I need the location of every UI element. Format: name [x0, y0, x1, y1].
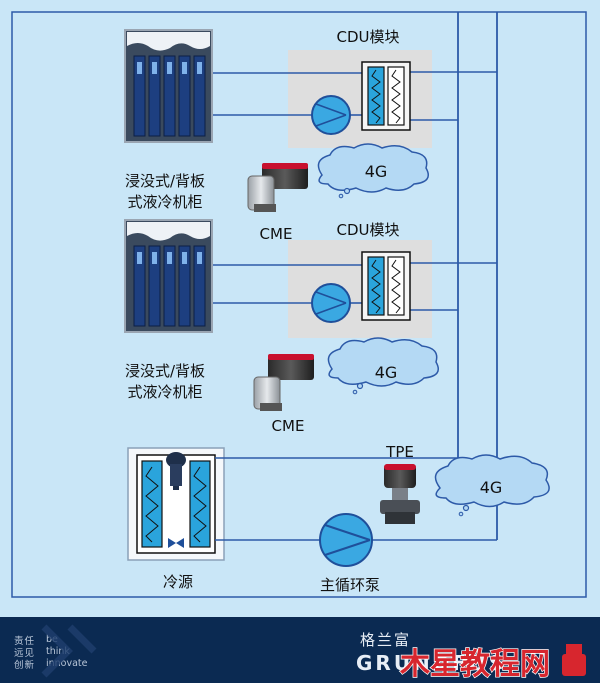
cme-pump-1-label: CME	[260, 225, 293, 243]
liquid-cooling-cabinet-1	[124, 29, 213, 143]
cdu-module-2-label: CDU模块	[336, 221, 399, 239]
cdu-2-pump-icon	[311, 283, 351, 323]
liquid-cooling-cabinet-2	[124, 219, 213, 333]
grundfos-x-logo-icon	[41, 624, 97, 678]
watermark: 木星教程网	[398, 644, 586, 682]
cdu-1-pump-icon	[311, 95, 351, 135]
cdu-module-1-label: CDU模块	[336, 28, 399, 46]
cold-source-label: 冷源	[163, 573, 193, 591]
outer-frame	[11, 11, 587, 598]
cabinet-1-label-line2: 式液冷机柜	[127, 193, 202, 211]
heat-exchanger-2	[361, 251, 411, 321]
watermark-text: 木星教程网	[399, 647, 550, 682]
cdu-2-pipes	[212, 262, 497, 311]
cloud-4g-1-icon	[317, 143, 429, 199]
brand-chinese: 格兰富	[360, 631, 412, 649]
main-circulation-pump-icon	[319, 513, 373, 567]
cloud-4g-1-label: 4G	[365, 162, 388, 181]
cme-pump-2-label: CME	[272, 417, 305, 435]
watermark-pump-icon	[562, 644, 586, 676]
riser-pipes	[457, 12, 498, 540]
cme-pump-2-icon	[253, 354, 314, 411]
cabinet-2-label-line2: 式液冷机柜	[127, 383, 202, 401]
motto-english-think: think	[46, 646, 70, 657]
brand-english: GRUNDFOS	[356, 651, 507, 675]
motto-english-innovate: innovate	[46, 658, 88, 669]
tpe-pump-label: TPE	[385, 443, 414, 461]
main-circulation-pump-label: 主循环泵	[320, 576, 380, 594]
cloud-4g-2-icon	[327, 337, 439, 395]
cloud-4g-3-icon	[434, 454, 550, 517]
cold-source-valve-icon	[168, 538, 184, 548]
heat-exchanger-1	[361, 61, 411, 131]
main-loop-pipes	[215, 457, 497, 541]
footer-bar: 责任远见创新 be think innovate 格兰富 GRUNDFOS	[0, 617, 600, 683]
cloud-4g-2-label: 4G	[375, 363, 398, 382]
motto-chinese: 责任远见创新	[14, 636, 36, 671]
cme-pump-1-icon	[247, 163, 308, 212]
cloud-4g-3-label: 4G	[480, 478, 503, 497]
tpe-pump-icon	[380, 464, 420, 524]
cold-source-fan-icon	[166, 452, 186, 490]
cabinet-1-label-line1: 浸没式/背板	[125, 172, 205, 190]
cdu-1-pipes	[212, 71, 497, 121]
cabinet-2-label-line1: 浸没式/背板	[125, 362, 205, 380]
